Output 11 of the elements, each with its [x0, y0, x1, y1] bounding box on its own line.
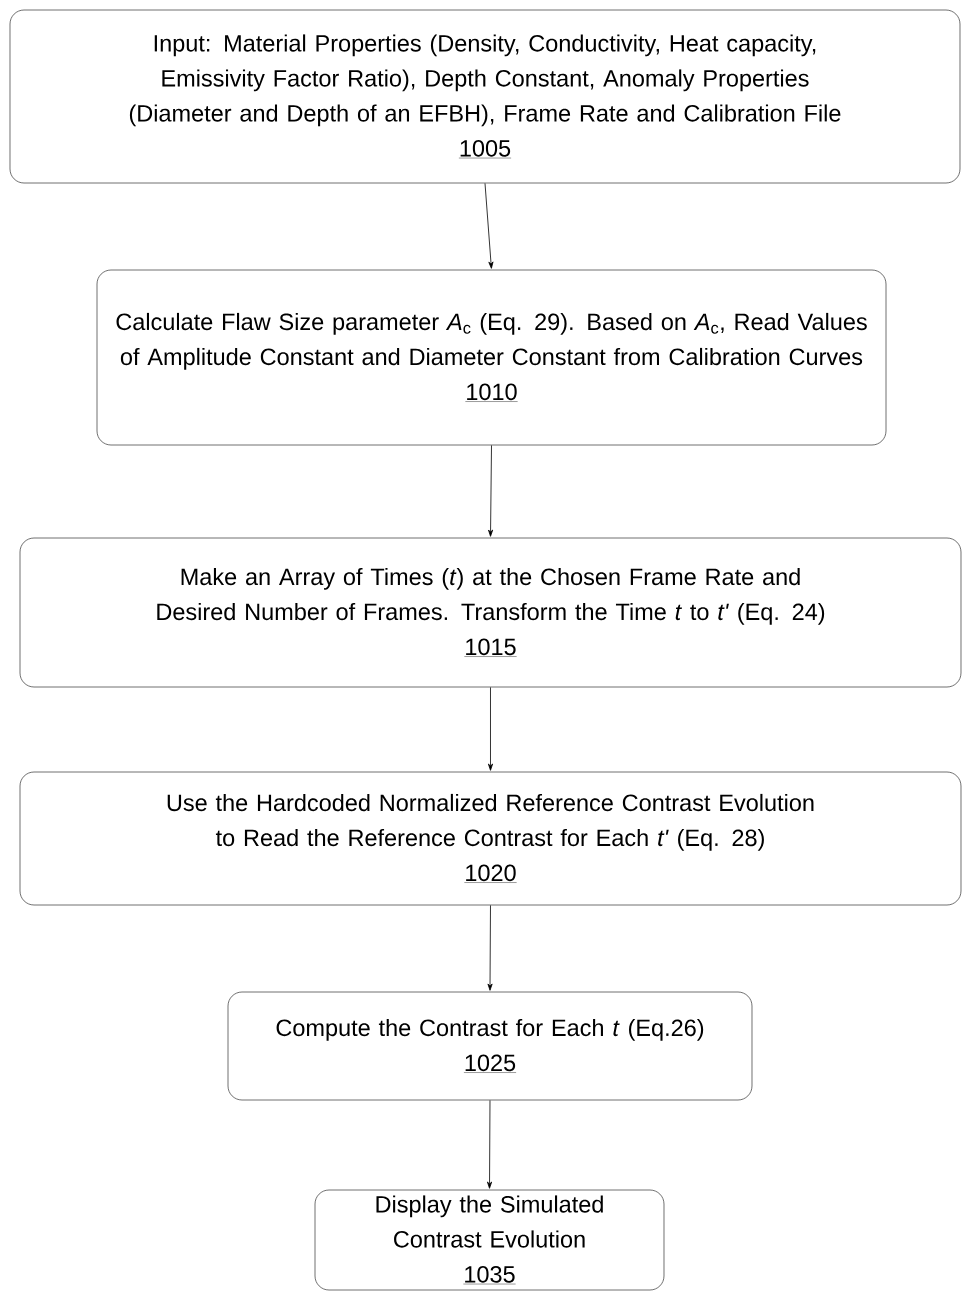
- arrow: [487, 905, 493, 991]
- arrow: [488, 445, 494, 537]
- process-box: Compute the Contrast for Each t (Eq.26) 1025: [227, 991, 753, 1101]
- arrow: [487, 1100, 493, 1189]
- arrow: [488, 687, 493, 771]
- process-box: Display the Simulated Contrast Evolution 1035: [314, 1189, 665, 1291]
- process-box: Input: Material Properties (Density, Conductivity, Heat capacity, Emissivity Factor Ratio), Depth Constant, Anomaly Properties (Diameter and Depth of an EFBH), Frame Rate and Calibration File 1005: [9, 9, 961, 184]
- process-box: Use the Hardcoded Normalized Reference Contrast Evolution to Read the Reference Contrast for Each t' (Eq. 28) 1020: [19, 771, 962, 906]
- arrow: [484, 183, 494, 269]
- process-box: Make an Array of Times (t) at the Chosen Frame Rate and Desired Number of Frames. Transform the Time t to t' (Eq. 24) 1015: [19, 537, 962, 688]
- process-box: Calculate Flaw Size parameter A$_{c}$ (Eq. 29). Based on A$_{c}$, Read Values of Amplitude Constant and Diameter Constant from Calibration Curves 1010: [96, 269, 887, 446]
